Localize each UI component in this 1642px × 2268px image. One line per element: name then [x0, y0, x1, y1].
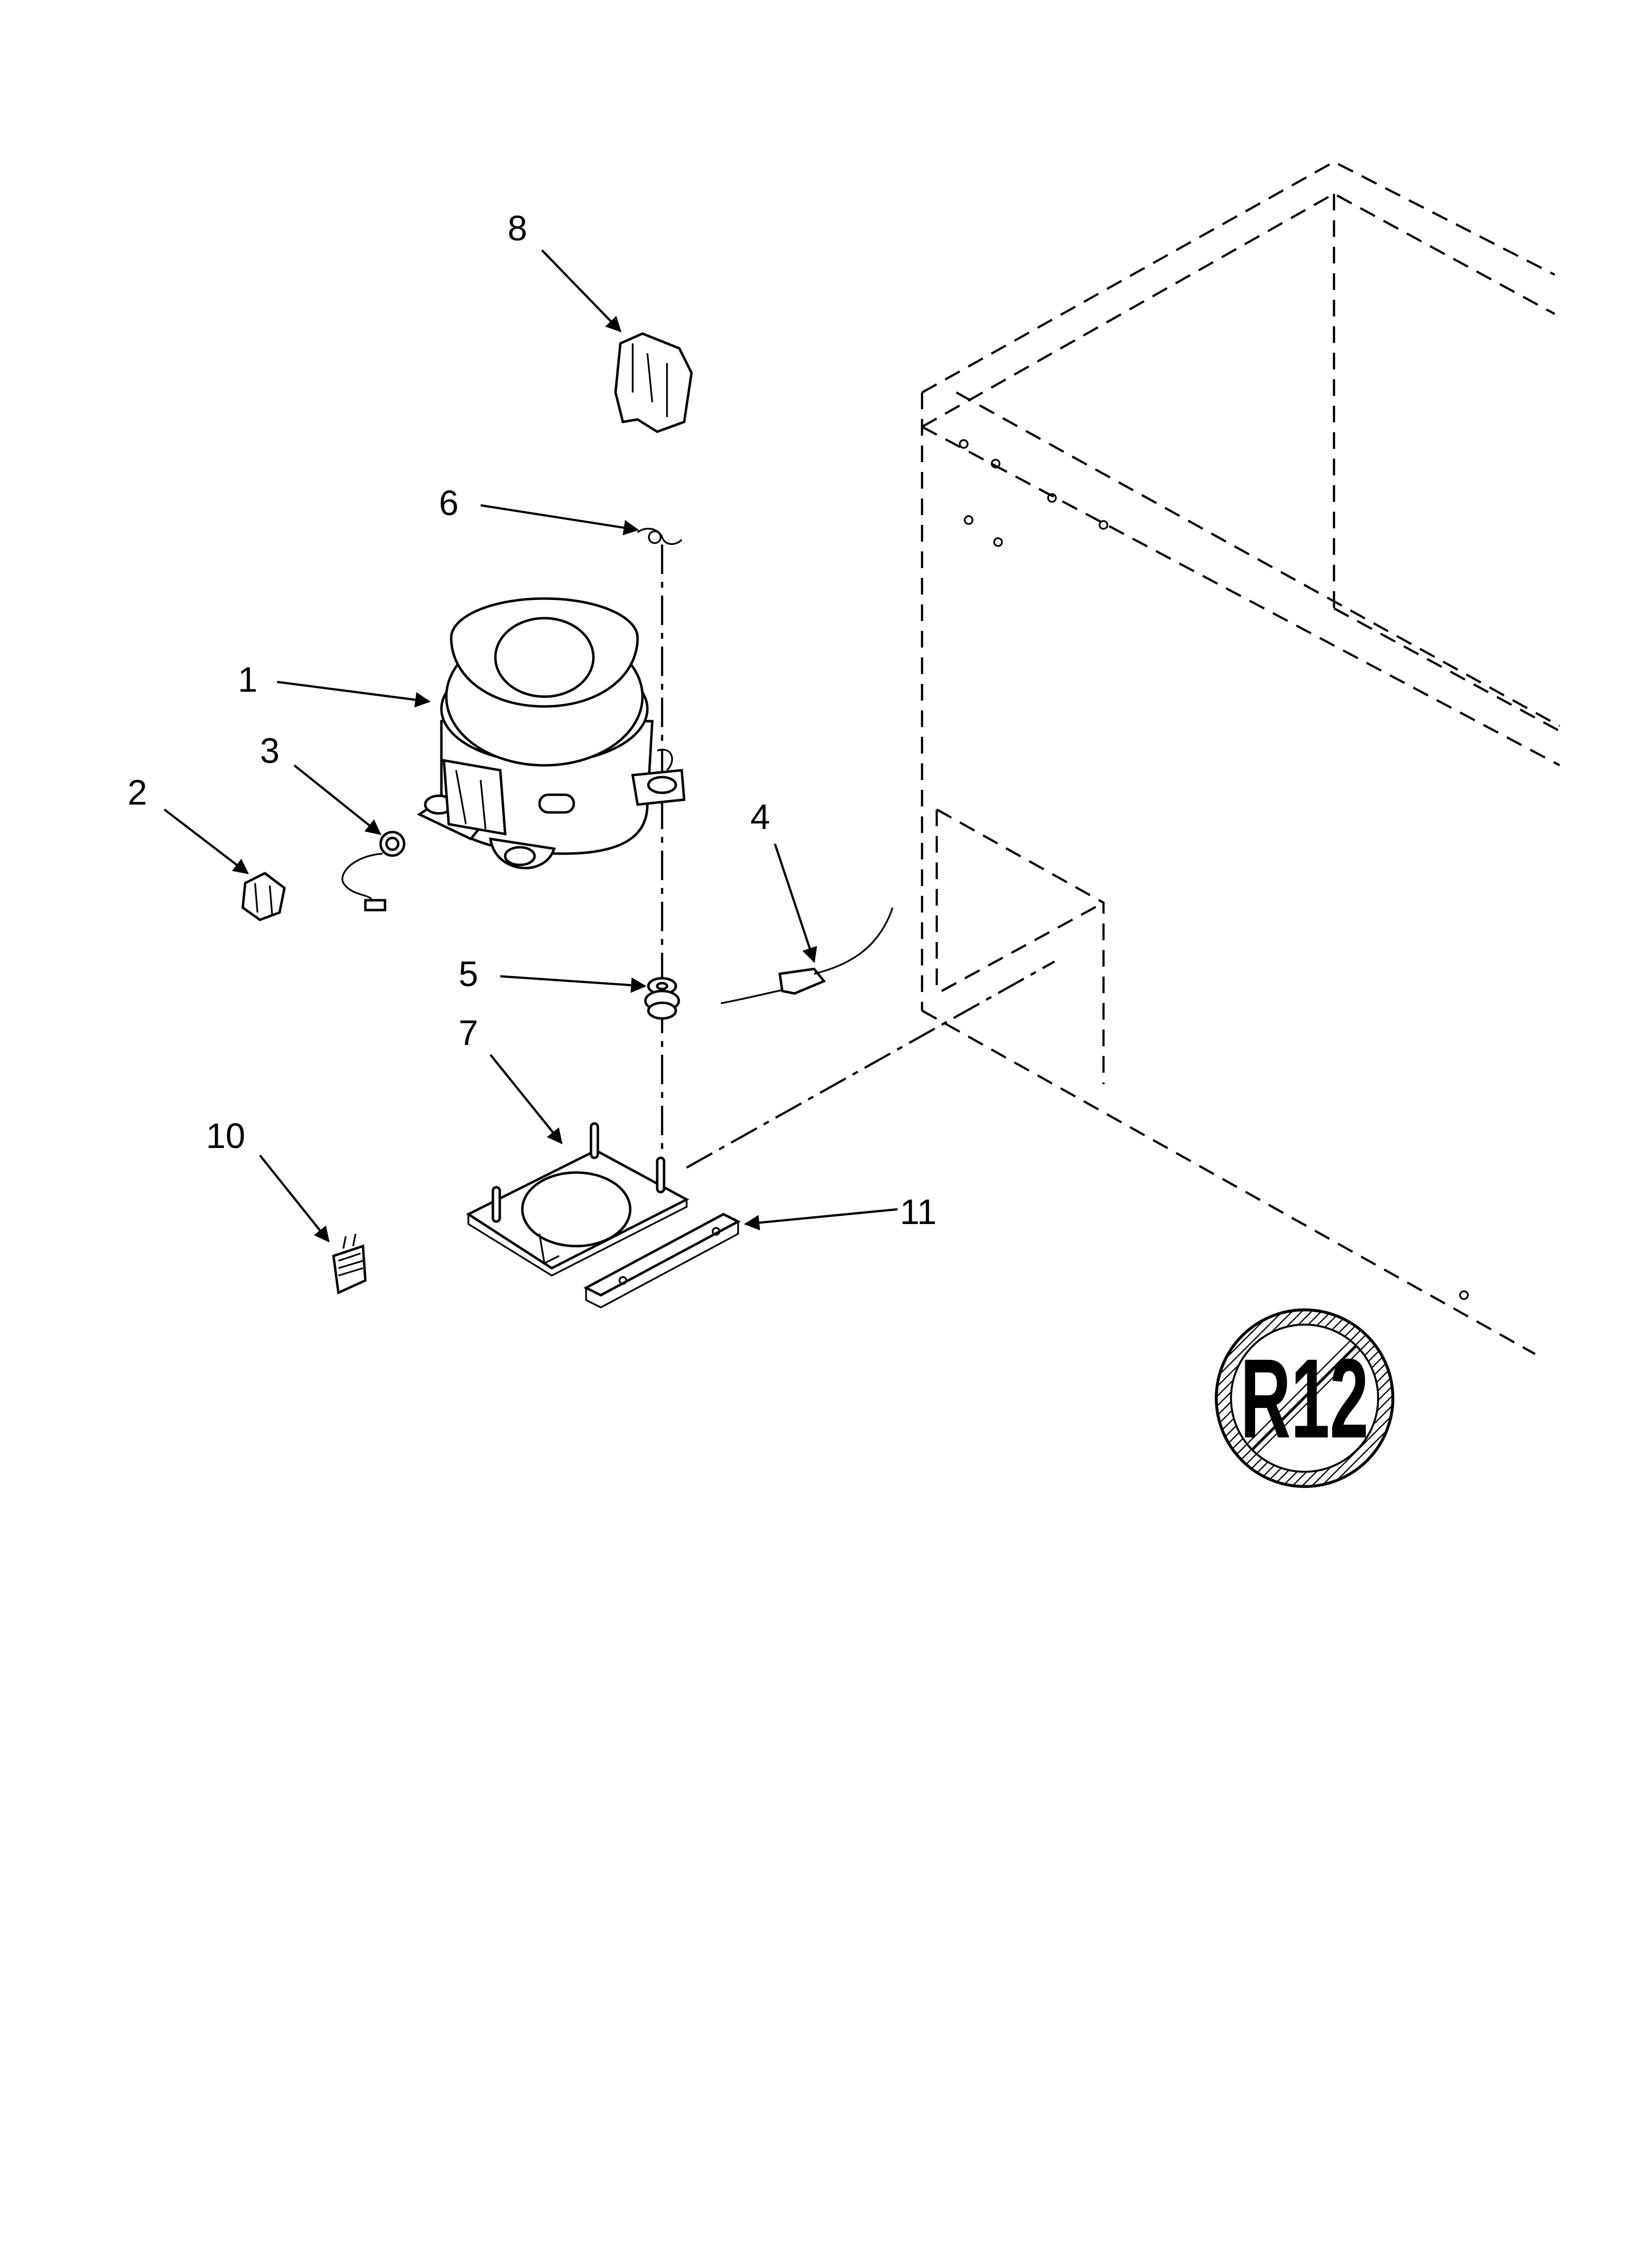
part-3-overload: [341, 831, 406, 912]
part-2-relay: [241, 872, 286, 921]
callout-7: 7: [459, 1014, 478, 1053]
callout-8: 8: [508, 209, 527, 248]
callout-11: 11: [900, 1193, 937, 1232]
cabinet-outline: [686, 160, 1561, 1355]
callout-labels: 8 6 1 3 2 4 5 7 10 11: [128, 209, 937, 1232]
callout-3: 3: [260, 731, 280, 771]
part-4-tube: [720, 907, 894, 1004]
part-6-clip: [637, 527, 683, 545]
callout-leaders: [163, 249, 898, 1243]
callout-1: 1: [238, 660, 257, 700]
no-r12-logo: R12: [1215, 1308, 1394, 1488]
part-10-capacitor: [332, 1233, 367, 1295]
callout-5: 5: [459, 955, 478, 994]
callout-4: 4: [750, 798, 770, 837]
part-8-relay-bracket: [614, 332, 693, 433]
callout-10: 10: [206, 1117, 245, 1156]
part-1-compressor: [416, 597, 686, 869]
callout-2: 2: [128, 773, 147, 812]
part-5-grommet: [644, 977, 680, 1020]
part-11-rail: [583, 1213, 741, 1308]
part-7-base-plate: [465, 1122, 690, 1277]
callout-6: 6: [439, 484, 459, 523]
